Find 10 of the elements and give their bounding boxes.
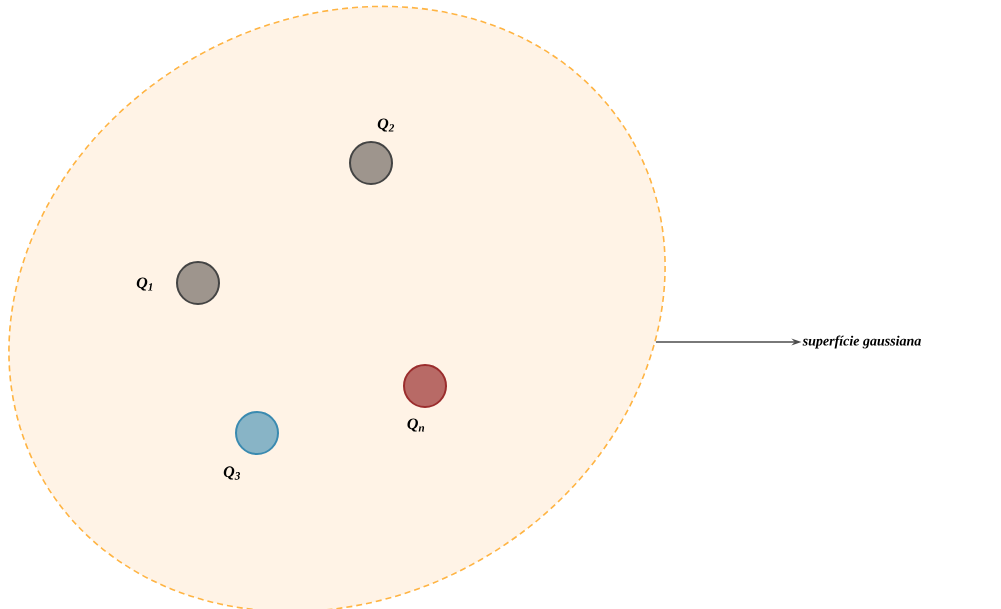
charge-label: Q$_{3}$ bbox=[223, 466, 241, 480]
gaussian-surface bbox=[8, 6, 666, 609]
charge-label: Q$_{2}$ bbox=[377, 118, 395, 132]
charge-label: Q$_{1}$ bbox=[136, 277, 153, 291]
charge-circle bbox=[235, 411, 279, 455]
charge-circle bbox=[349, 141, 393, 185]
charge-circle bbox=[403, 364, 447, 408]
charge-label: Q$_{n}$ bbox=[407, 418, 425, 432]
charge-circle bbox=[176, 261, 220, 305]
text-label: superfície gaussiana bbox=[802, 335, 921, 349]
